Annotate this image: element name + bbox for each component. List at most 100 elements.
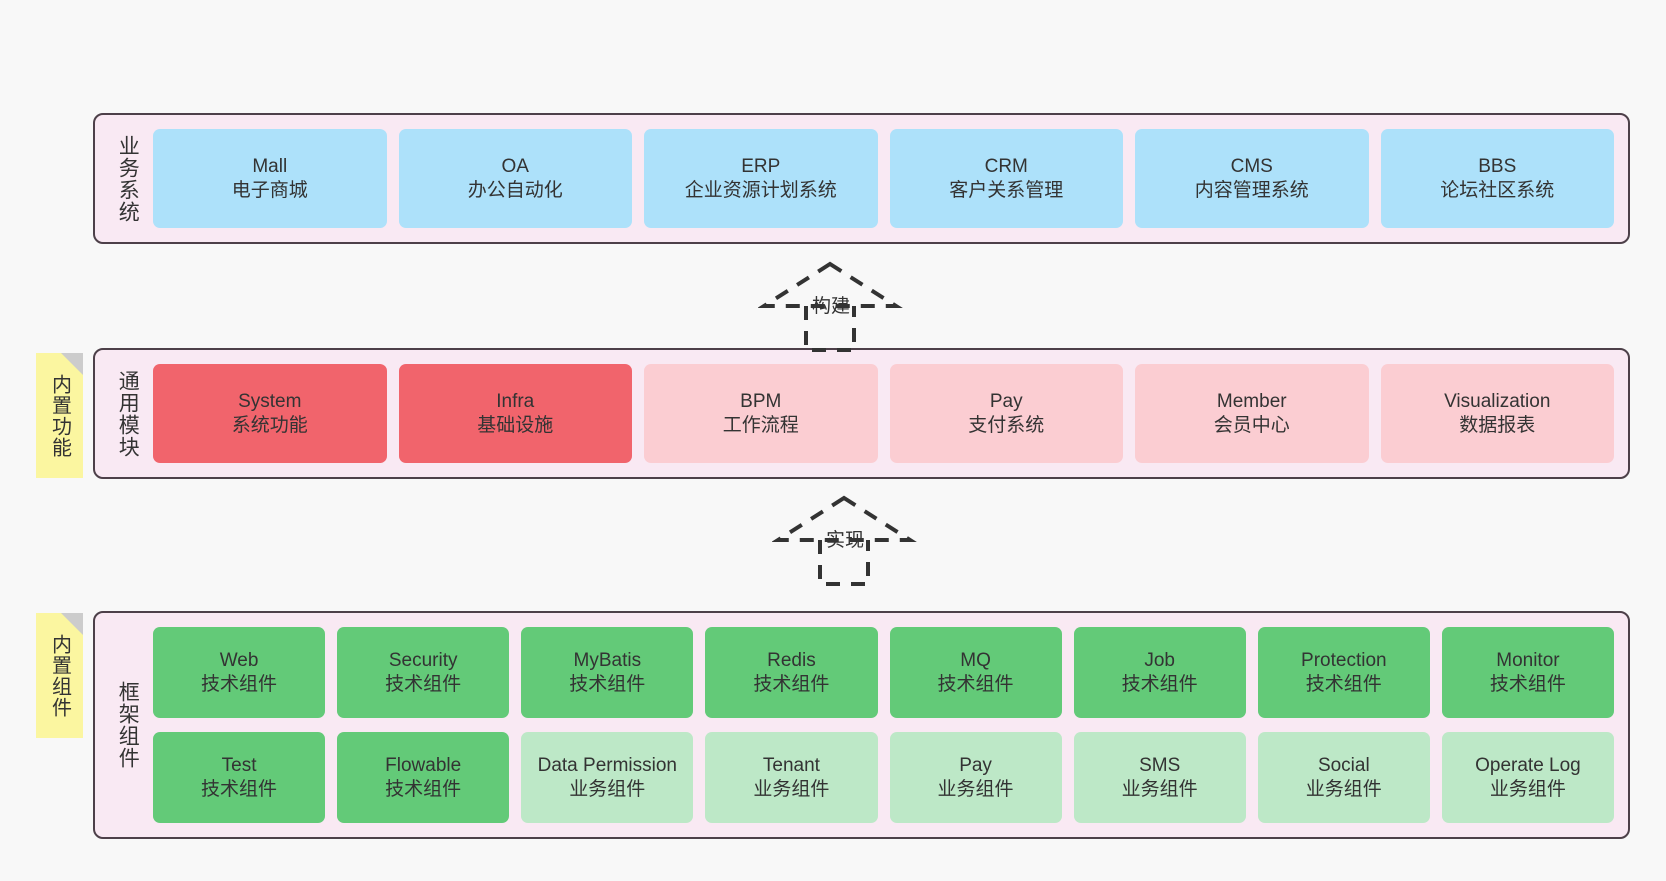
note-builtin-features-label: 内置功能: [48, 373, 71, 458]
module-card-bpm[interactable]: BPM 工作流程: [644, 364, 878, 463]
card-title: SMS: [1139, 754, 1181, 776]
card-title: OA: [501, 155, 529, 177]
card-subtitle: 技术组件: [385, 778, 462, 800]
layer-business-systems: 业务系统 Mall 电子商城 OA 办公自动化 ERP 企业资源计划系统 CRM…: [93, 113, 1630, 244]
layer-framework-components-body: Web 技术组件 Security 技术组件 MyBatis 技术组件 Redi…: [147, 613, 1628, 837]
card-title: Security: [388, 649, 458, 671]
business-card-bbs[interactable]: BBS 论坛社区系统: [1380, 129, 1614, 228]
card-title: Mall: [252, 155, 288, 177]
card-subtitle: 会员中心: [1213, 414, 1290, 436]
card-title: BBS: [1478, 155, 1517, 177]
card-title: Web: [219, 649, 259, 671]
framework-card-web[interactable]: Web 技术组件: [153, 627, 326, 718]
module-card-pay[interactable]: Pay 支付系统: [889, 364, 1123, 463]
connector-build-arrow: [758, 261, 903, 352]
business-card-mall[interactable]: Mall 电子商城: [153, 129, 387, 228]
layer-framework-components-label: 框架组件: [116, 681, 140, 769]
card-title: MyBatis: [573, 649, 642, 671]
card-subtitle: 技术组件: [201, 673, 278, 695]
card-title: Data Permission: [537, 754, 677, 776]
card-subtitle: 技术组件: [201, 778, 278, 800]
module-card-system[interactable]: System 系统功能: [153, 364, 387, 463]
card-subtitle: 业务组件: [1121, 778, 1198, 800]
card-title: Operate Log: [1475, 754, 1581, 776]
framework-card-data-permission[interactable]: Data Permission 业务组件: [521, 732, 694, 823]
card-title: Pay: [959, 754, 992, 776]
card-subtitle: 业务组件: [1305, 778, 1382, 800]
framework-card-flowable[interactable]: Flowable 技术组件: [337, 732, 510, 823]
card-subtitle: 业务组件: [937, 778, 1014, 800]
card-title: ERP: [741, 155, 781, 177]
framework-card-social[interactable]: Social 业务组件: [1257, 732, 1430, 823]
module-card-infra[interactable]: Infra 基础设施: [398, 364, 632, 463]
framework-card-protection[interactable]: Protection 技术组件: [1257, 627, 1430, 718]
framework-card-operate-log[interactable]: Operate Log 业务组件: [1441, 732, 1614, 823]
card-subtitle: 技术组件: [1489, 673, 1566, 695]
connector-implement-label: 实现: [826, 530, 865, 551]
card-subtitle: 技术组件: [753, 673, 830, 695]
business-card-crm[interactable]: CRM 客户关系管理: [889, 129, 1123, 228]
card-title: Tenant: [762, 754, 820, 776]
layer-common-modules-body: System 系统功能 Infra 基础设施 BPM 工作流程 Pay 支付系统…: [147, 350, 1628, 477]
connector-build-label: 构建: [812, 296, 851, 317]
card-subtitle: 数据报表: [1459, 414, 1536, 436]
card-subtitle: 办公自动化: [467, 179, 563, 201]
card-subtitle: 技术组件: [385, 673, 462, 695]
card-title: Social: [1317, 754, 1370, 776]
card-title: Infra: [496, 390, 535, 412]
framework-card-mq[interactable]: MQ 技术组件: [889, 627, 1062, 718]
card-title: System: [238, 390, 302, 412]
framework-card-test[interactable]: Test 技术组件: [153, 732, 326, 823]
framework-row-tech: Web 技术组件 Security 技术组件 MyBatis 技术组件 Redi…: [153, 627, 1614, 718]
card-title: Monitor: [1496, 649, 1560, 671]
card-subtitle: 系统功能: [231, 414, 308, 436]
framework-card-mybatis[interactable]: MyBatis 技术组件: [521, 627, 694, 718]
framework-card-security[interactable]: Security 技术组件: [337, 627, 510, 718]
framework-card-sms[interactable]: SMS 业务组件: [1073, 732, 1246, 823]
card-subtitle: 工作流程: [722, 414, 799, 436]
card-title: Member: [1216, 390, 1287, 412]
card-subtitle: 业务组件: [1489, 778, 1566, 800]
card-title: CMS: [1230, 155, 1273, 177]
business-systems-row: Mall 电子商城 OA 办公自动化 ERP 企业资源计划系统 CRM 客户关系…: [153, 115, 1614, 242]
card-title: Redis: [767, 649, 816, 671]
note-builtin-features: 内置功能: [36, 353, 83, 478]
card-title: Protection: [1301, 649, 1387, 671]
layer-common-modules-label: 通用模块: [116, 369, 140, 458]
card-subtitle: 业务组件: [753, 778, 830, 800]
layer-business-systems-label: 业务系统: [116, 134, 140, 223]
module-card-member[interactable]: Member 会员中心: [1135, 364, 1369, 463]
card-subtitle: 电子商城: [231, 179, 308, 201]
framework-card-pay[interactable]: Pay 业务组件: [889, 732, 1062, 823]
framework-card-job[interactable]: Job 技术组件: [1073, 627, 1246, 718]
framework-card-monitor[interactable]: Monitor 技术组件: [1441, 627, 1614, 718]
card-subtitle: 技术组件: [1121, 673, 1198, 695]
card-title: Job: [1144, 649, 1175, 671]
framework-card-tenant[interactable]: Tenant 业务组件: [705, 732, 878, 823]
module-card-visualization[interactable]: Visualization 数据报表: [1380, 364, 1614, 463]
card-subtitle: 客户关系管理: [949, 179, 1064, 201]
card-title: Pay: [989, 390, 1023, 412]
business-card-oa[interactable]: OA 办公自动化: [398, 129, 632, 228]
note-builtin-components-label: 内置组件: [48, 633, 71, 718]
card-title: CRM: [984, 155, 1028, 177]
card-subtitle: 业务组件: [569, 778, 646, 800]
card-subtitle: 技术组件: [569, 673, 646, 695]
business-card-erp[interactable]: ERP 企业资源计划系统: [644, 129, 878, 228]
card-subtitle: 基础设施: [477, 414, 554, 436]
card-title: Flowable: [385, 754, 462, 776]
card-subtitle: 支付系统: [968, 414, 1045, 436]
framework-row-business: Test 技术组件 Flowable 技术组件 Data Permission …: [153, 732, 1614, 823]
card-subtitle: 内容管理系统: [1194, 179, 1309, 201]
layer-framework-components: 框架组件 Web 技术组件 Security 技术组件 MyBatis 技术组件: [93, 611, 1630, 839]
layer-common-modules: 通用模块 System 系统功能 Infra 基础设施 BPM 工作流程 Pay…: [93, 348, 1630, 479]
card-title: BPM: [740, 390, 782, 412]
common-modules-row: System 系统功能 Infra 基础设施 BPM 工作流程 Pay 支付系统…: [153, 350, 1614, 477]
card-subtitle: 论坛社区系统: [1440, 179, 1555, 201]
business-card-cms[interactable]: CMS 内容管理系统: [1135, 129, 1369, 228]
connector-implement-arrow: [772, 495, 917, 586]
card-subtitle: 企业资源计划系统: [684, 179, 837, 201]
framework-card-redis[interactable]: Redis 技术组件: [705, 627, 878, 718]
layer-business-systems-body: Mall 电子商城 OA 办公自动化 ERP 企业资源计划系统 CRM 客户关系…: [147, 115, 1628, 242]
